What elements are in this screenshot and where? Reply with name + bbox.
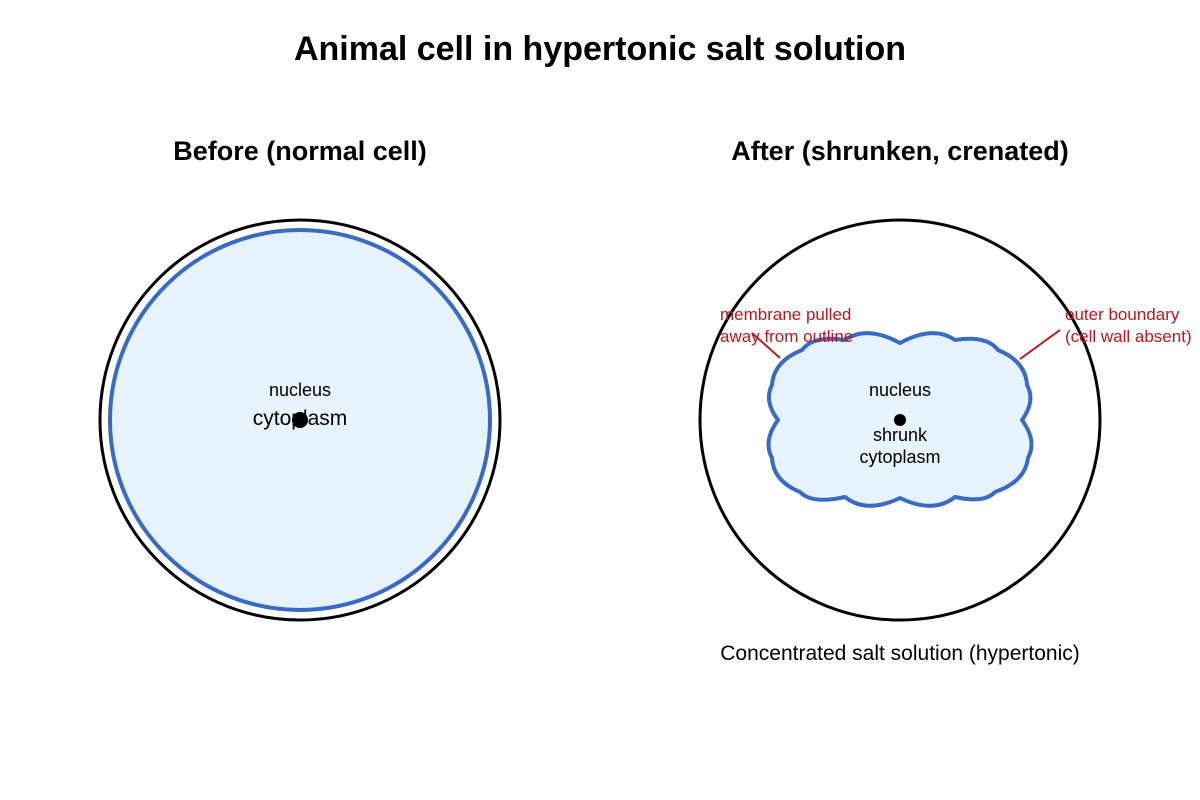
before-panel: Before (normal cell) nucleus cytoplasm <box>98 136 502 622</box>
boundary-annotation-line1: outer boundary <box>1065 305 1180 324</box>
before-nucleus-label: nucleus <box>269 380 331 400</box>
membrane-annotation-leader <box>751 332 781 359</box>
before-outer-outline <box>98 218 502 622</box>
after-outer-outline <box>698 218 1102 622</box>
after-nucleus <box>894 414 906 426</box>
after-cytoplasm-label-line2: cytoplasm <box>859 447 940 467</box>
after-panel: After (shrunken, crenated) nucleus shrun… <box>698 136 1192 665</box>
before-heading: Before (normal cell) <box>173 136 427 166</box>
after-heading: After (shrunken, crenated) <box>731 136 1069 166</box>
boundary-annotation-line2: (cell wall absent) <box>1065 327 1192 346</box>
after-cytoplasm-label-line1: shrunk <box>873 425 928 445</box>
after-nucleus-label: nucleus <box>869 380 931 400</box>
membrane-annotation-line1: membrane pulled <box>720 305 851 324</box>
membrane-annotation-line2: away from outline <box>720 327 853 346</box>
diagram-title: Animal cell in hypertonic salt solution <box>294 30 906 68</box>
before-nucleus <box>292 412 308 428</box>
solution-caption: Concentrated salt solution (hypertonic) <box>720 642 1080 665</box>
boundary-annotation-leader <box>1019 329 1061 360</box>
